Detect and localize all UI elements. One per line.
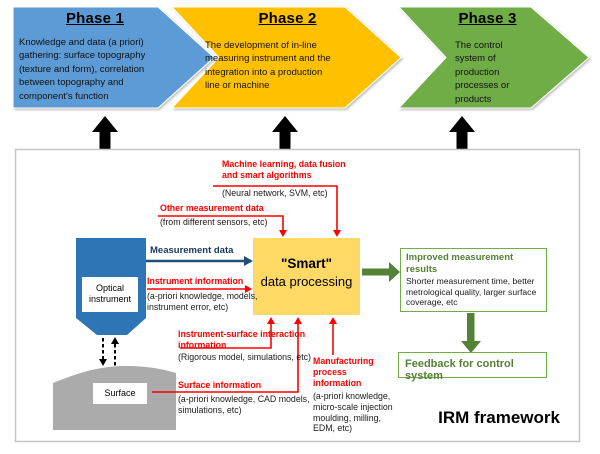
up-arrow-phase2-icon — [272, 116, 298, 152]
interaction-connector — [180, 324, 272, 349]
interaction-arrowhead-icon — [267, 317, 275, 324]
other-measurement-arrowhead-icon — [279, 230, 287, 237]
smart-box-subtitle: data processing — [260, 274, 353, 289]
phase3-chevron-arrow — [397, 6, 590, 109]
optical-instrument-label: Optical instrument — [88, 283, 132, 304]
surface-label-box — [93, 383, 147, 404]
feedback-label: Feedback for control system — [405, 358, 514, 382]
framework-title: IRM framework — [438, 408, 560, 427]
phase2-chevron-arrow — [170, 6, 402, 109]
measurement-data-arrowhead-icon — [244, 256, 253, 266]
surface-label: Surface — [104, 388, 136, 398]
phase2-title: Phase 2 — [258, 10, 317, 27]
phase3-body: The control system of production process… — [455, 40, 510, 105]
machine-learning-arrowhead-icon — [333, 230, 341, 237]
improved-results-detail: Shorter measurement time, better metrolo… — [406, 276, 537, 308]
phase1-chevron-arrow — [12, 6, 215, 109]
optical-instrument-label-box — [82, 277, 138, 312]
machine-learning-connector — [213, 185, 338, 231]
machine-learning-detail: (Neural network, SVM, etc) — [222, 187, 328, 198]
phase3-title: Phase 3 — [458, 10, 517, 27]
up-arrow-phase1-icon — [92, 116, 118, 152]
smart-processing-box — [253, 238, 360, 315]
phase1-body: Knowledge and data (a priori) gathering:… — [19, 37, 146, 102]
interaction-detail: (Rigorous model, simulations, etc) — [178, 352, 311, 362]
surface-info-detail: (a-priori knowledge, CAD models, simulat… — [178, 394, 310, 415]
feedback-box — [398, 352, 547, 378]
improved-results-box — [400, 248, 547, 312]
improved-results-title: Improved measurement results — [406, 252, 514, 275]
other-measurement-detail: (from different sensors, etc) — [160, 217, 268, 227]
other-measurement-connector — [158, 215, 284, 231]
dashed-arrow-up-head-icon — [111, 337, 119, 344]
feedback-arrow-shaft — [467, 313, 475, 341]
manufacturing-arrowhead-icon — [329, 317, 337, 324]
instrument-info-label: Instrument information — [147, 276, 244, 286]
feedback-arrowhead-icon — [461, 341, 481, 353]
surface-info-arrowhead-icon — [294, 317, 302, 324]
machine-learning-label: Machine learning, data fusion and smart … — [222, 159, 346, 180]
measurement-data-label: Measurement data — [150, 245, 234, 256]
surface-info-connector — [152, 324, 299, 393]
phase1-title: Phase 1 — [65, 10, 125, 27]
instrument-info-detail: (a-priori knowledge, models, instrument … — [147, 291, 258, 312]
manufacturing-label: Manufacturing process information — [313, 356, 374, 388]
smart-box-title: "Smart" — [280, 256, 333, 271]
other-measurement-label: Other measurement data — [160, 203, 264, 213]
manufacturing-detail: (a-priori knowledge, micro-scale injecti… — [313, 391, 393, 434]
up-arrow-phase3-icon — [449, 116, 475, 152]
phase2-body: The development of in-line measuring ins… — [205, 40, 331, 92]
surface-info-label: Surface information — [178, 379, 262, 390]
interaction-label: Instrument-surface interaction informati… — [178, 329, 306, 350]
improved-arrow-shaft — [362, 268, 389, 276]
improved-arrowhead-icon — [389, 262, 400, 282]
instrument-info-arrowhead-icon — [245, 285, 252, 293]
dashed-arrow-down-head-icon — [99, 359, 107, 366]
